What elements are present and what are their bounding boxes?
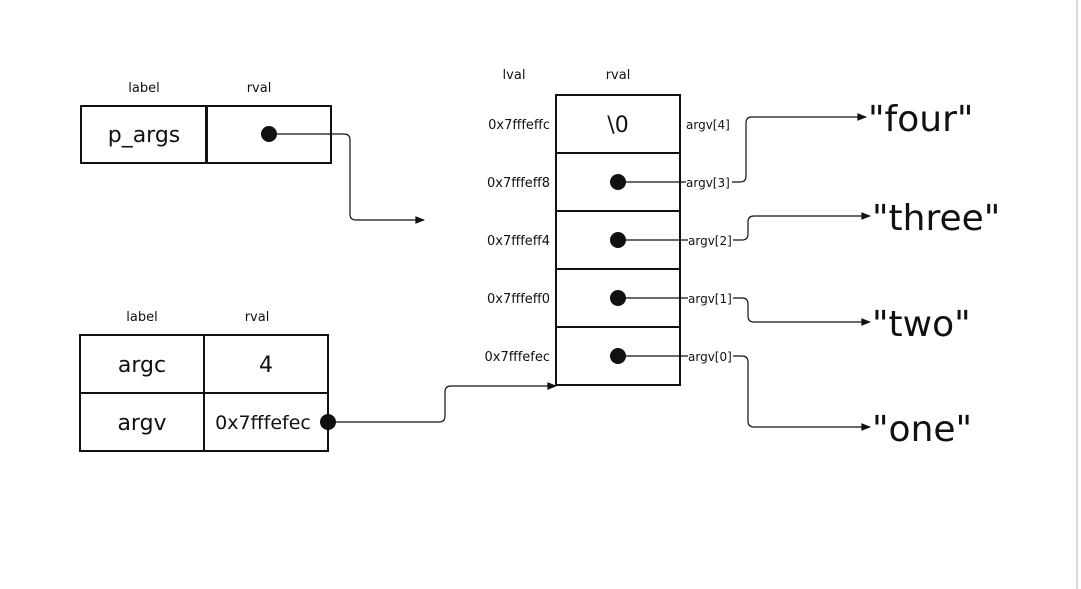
stack-address: 0x7fffeff8 <box>487 176 550 191</box>
string-one: "one" <box>872 409 972 450</box>
argv-arrow <box>328 382 557 423</box>
argv0-arrow <box>733 355 871 431</box>
p-args-name: p_args <box>108 123 181 148</box>
p-args-header-label: label <box>128 81 159 96</box>
argv1-arrow <box>733 297 871 326</box>
args-header-label: label <box>126 310 157 325</box>
stack-header-rval: rval <box>606 68 631 83</box>
args-header-rval: rval <box>245 310 270 325</box>
argc-value-cell <box>203 334 329 394</box>
stack-address: 0x7fffeff4 <box>487 234 550 249</box>
args-table: label rval argc 4 argv 0x7fffefec <box>79 310 336 452</box>
p-args-table: label rval p_args <box>80 81 332 164</box>
argv2-arrow <box>733 212 871 241</box>
stack-header-lval: lval <box>503 68 526 83</box>
p-args-arrow <box>269 133 425 224</box>
argv3-arrow <box>732 113 867 183</box>
stack-address: 0x7fffefec <box>485 350 551 365</box>
right-edge-divider <box>1076 0 1078 589</box>
p-args-label-cell <box>80 105 207 164</box>
memory-stack: lval rval 0x7fffeffc \0 argv[4] 0x7fffef… <box>485 68 732 386</box>
string-three: "three" <box>872 198 1000 239</box>
stack-tag: argv[3] <box>686 176 730 190</box>
stack-cell <box>555 94 681 154</box>
argc-label-cell <box>79 334 205 394</box>
stack-tag: argv[2] <box>688 234 732 248</box>
argc-label: argc <box>118 353 166 378</box>
argc-value: 4 <box>259 353 273 378</box>
stack-tag: argv[1] <box>688 292 732 306</box>
argv-value: 0x7fffefec <box>215 412 311 434</box>
string-two: "two" <box>872 304 971 345</box>
stack-address: 0x7fffeff0 <box>487 292 550 307</box>
connectors <box>269 113 871 431</box>
stack-address: 0x7fffeffc <box>488 118 550 133</box>
stack-tag: argv[4] <box>686 118 730 132</box>
string-four: "four" <box>868 99 973 140</box>
argv-value-cell <box>203 392 329 452</box>
argv-label: argv <box>117 411 166 436</box>
stack-tag: argv[0] <box>688 350 732 364</box>
p-args-header-rval: rval <box>247 81 272 96</box>
stack-null-terminator: \0 <box>607 113 628 138</box>
string-targets: "four" "three" "two" "one" <box>868 99 1000 450</box>
